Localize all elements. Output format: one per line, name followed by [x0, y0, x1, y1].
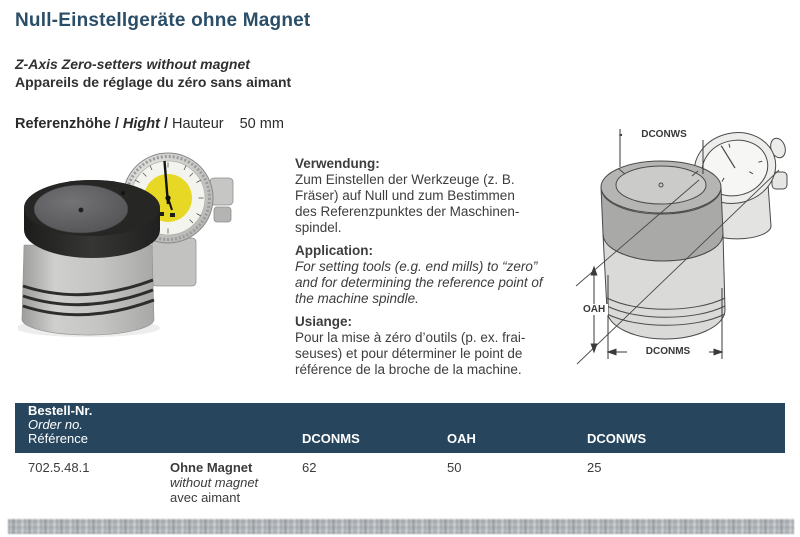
- section-heading-fr: Usiange:: [295, 314, 353, 329]
- header-empty: [157, 446, 289, 453]
- center-hole: [78, 207, 84, 213]
- cell-product-name: Ohne Magnet without magnet avec aimant: [170, 460, 259, 505]
- dimension-label-oah: OAH: [580, 304, 609, 315]
- zero-setter-body: [16, 180, 160, 337]
- subtitle-english: Z-Axis Zero-setters without magnet: [15, 56, 250, 72]
- cell-oah: 50: [447, 460, 462, 475]
- gauge-knob: [213, 206, 232, 223]
- gauge-stem: [151, 237, 197, 287]
- table-header: Bestell-Nr. Order no. Référence DCONMS O…: [15, 403, 785, 453]
- dimension-label-dconws: DCONWS: [622, 129, 706, 140]
- footer-blur-strip: [8, 519, 794, 534]
- gauge-clamp: [209, 177, 234, 206]
- dimension-drawing: [575, 129, 788, 365]
- subtitle-french: Appareils de réglage du zéro sans aimant: [15, 74, 292, 90]
- header-order-no: Bestell-Nr. Order no. Référence: [28, 403, 93, 446]
- header-dconms: DCONMS: [302, 431, 360, 446]
- product-photo: [16, 150, 288, 345]
- section-heading-en: Application:: [295, 243, 373, 258]
- header-oah: OAH: [447, 431, 476, 446]
- zero-setter-photo-illustration: [16, 152, 234, 337]
- header-dconws: DCONWS: [587, 431, 647, 446]
- reference-height-label-fr: Hauteur: [172, 116, 224, 132]
- separator: /: [114, 116, 119, 132]
- section-verwendung: Verwendung: Zum Einstellen der Werkzeuge…: [295, 156, 577, 236]
- cell-dconms: 62: [302, 460, 317, 475]
- product-table: Bestell-Nr. Order no. Référence DCONMS O…: [15, 403, 785, 505]
- reference-height-label-de: Referenzhöhe: [15, 116, 111, 132]
- table-row: 702.5.48.1 Ohne Magnet without magnet av…: [15, 453, 785, 505]
- technical-drawing: DCONWS OAH DCONMS: [575, 112, 793, 370]
- diagonal-lines: [575, 169, 780, 365]
- section-body-fr: Pour la mise à zéro d’outils (p. ex. fra…: [295, 330, 526, 377]
- dimension-label-dconms: DCONMS: [627, 346, 709, 357]
- drawing-cylinder: [600, 160, 726, 340]
- cell-dconws: 25: [587, 460, 602, 475]
- reference-height-label-en: Hight: [122, 116, 160, 132]
- section-heading-de: Verwendung:: [295, 156, 380, 171]
- section-usinage: Usiange: Pour la mise à zéro d’outils (p…: [295, 314, 577, 378]
- section-body-en: For setting tools (e.g. end mills) to “z…: [295, 259, 543, 306]
- section-body-de: Zum Einstellen der Werkzeuge (z. B. Fräs…: [295, 172, 520, 235]
- section-application: Application: For setting tools (e.g. end…: [295, 243, 577, 307]
- cell-order-no: 702.5.48.1: [28, 460, 90, 475]
- page-title: Null-Einstellgeräte ohne Magnet: [15, 10, 311, 31]
- reference-height-value: 50 mm: [239, 116, 284, 132]
- description-column: Verwendung: Zum Einstellen der Werkzeuge…: [295, 156, 577, 385]
- separator: /: [163, 116, 168, 132]
